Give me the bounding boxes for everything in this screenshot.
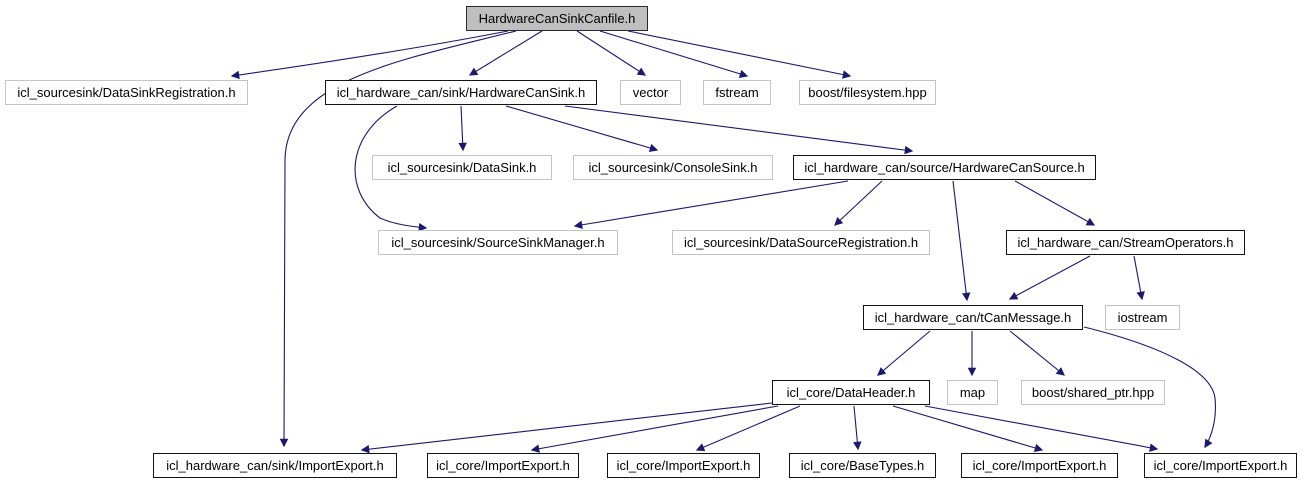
edge-root-datasinkregistration: [230, 30, 509, 80]
edge-cansource-tcanmessage: [952, 180, 971, 302]
edge-dataheader-importexport3: [892, 405, 1044, 453]
node-hardware-can-sink[interactable]: icl_hardware_can/sink/HardwareCanSink.h: [325, 80, 597, 105]
node-data-sink: icl_sourcesink/DataSink.h: [372, 155, 552, 180]
node-console-sink: icl_sourcesink/ConsoleSink.h: [573, 155, 773, 180]
node-map: map: [947, 380, 998, 405]
edge-tcanmessage-importexport4: [1083, 326, 1216, 449]
edge-root-hardwarecansink: [468, 30, 543, 76]
edge-dataheader-basetypes: [853, 405, 862, 451]
edge-cansink-sourcesinkmanager: [354, 105, 428, 232]
node-data-header[interactable]: icl_core/DataHeader.h: [772, 380, 930, 405]
node-sink-import-export[interactable]: icl_hardware_can/sink/ImportExport.h: [153, 453, 397, 478]
edge-root-fstream: [599, 30, 749, 78]
edge-dataheader-importexport2: [695, 405, 801, 452]
node-vector: vector: [620, 80, 681, 105]
edge-dataheader-sink-importexport: [360, 402, 773, 454]
node-tcanmessage[interactable]: icl_hardware_can/tCanMessage.h: [863, 305, 1083, 330]
node-core-import-export-2[interactable]: icl_core/ImportExport.h: [607, 453, 760, 478]
node-fstream: fstream: [703, 80, 771, 105]
edge-tcanmessage-dataheader: [877, 330, 931, 376]
node-hardware-can-source[interactable]: icl_hardware_can/source/HardwareCanSourc…: [793, 155, 1096, 180]
edge-root-boost-filesystem: [627, 30, 852, 79]
node-iostream: iostream: [1105, 305, 1180, 330]
edge-cansource-datasourceregistration: [834, 180, 883, 226]
edge-cansink-consolesink: [505, 105, 659, 153]
edge-dataheader-importexport1: [530, 405, 779, 453]
edge-root-sink-importexport: [279, 30, 517, 448]
edge-dataheader-importexport4: [924, 405, 1159, 452]
node-stream-operators[interactable]: icl_hardware_can/StreamOperators.h: [1006, 230, 1245, 255]
edge-streamoperators-tcanmessage: [1008, 255, 1091, 300]
edge-cansource-streamoperators: [1014, 180, 1096, 226]
node-boost-shared-ptr: boost/shared_ptr.hpp: [1021, 380, 1165, 405]
edge-tcanmessage-sharedptr: [1009, 330, 1065, 376]
node-source-sink-manager: icl_sourcesink/SourceSinkManager.h: [378, 230, 618, 255]
edge-streamoperators-iostream: [1133, 255, 1145, 301]
node-root-hardware-can-sink-canfile: HardwareCanSinkCanfile.h: [466, 6, 648, 31]
edge-root-vector: [576, 30, 647, 76]
node-core-import-export-4[interactable]: icl_core/ImportExport.h: [1144, 453, 1297, 478]
node-boost-filesystem: boost/filesystem.hpp: [799, 80, 936, 105]
node-base-types[interactable]: icl_core/BaseTypes.h: [789, 453, 936, 478]
edge-cansink-cansource: [564, 105, 914, 155]
node-data-source-registration: icl_sourcesink/DataSourceRegistration.h: [672, 230, 930, 255]
node-core-import-export-3[interactable]: icl_core/ImportExport.h: [961, 453, 1118, 478]
node-core-import-export-1[interactable]: icl_core/ImportExport.h: [427, 453, 579, 478]
edge-cansource-sourcesinkmanager: [573, 180, 849, 230]
node-data-sink-registration: icl_sourcesink/DataSinkRegistration.h: [5, 80, 248, 105]
edge-cansink-datasink: [458, 105, 467, 152]
